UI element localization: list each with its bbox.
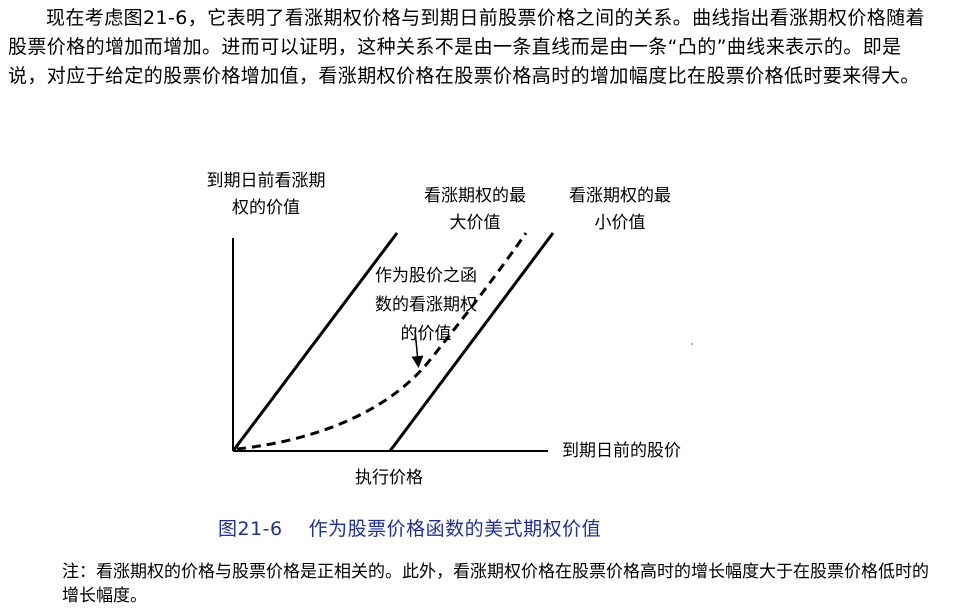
max-value-label: 看涨期权的最 大价值 <box>424 186 526 233</box>
option-value-curve <box>236 232 528 451</box>
x-axis-label: 到期日前的股价 <box>562 441 681 461</box>
strike-price-label: 执行价格 <box>355 468 423 488</box>
min-value-label: 看涨期权的最 小价值 <box>569 186 671 233</box>
figure-note: 注：看涨期权的价格与股票价格是正相关的。此外，看涨期权价格在股票价格高时的增长幅… <box>62 560 942 608</box>
figure-number: 图21-6 <box>218 518 283 540</box>
stray-dot <box>691 343 693 345</box>
min-value-line <box>388 232 555 452</box>
max-value-line <box>231 232 399 452</box>
note-text: 看涨期权的价格与股票价格是正相关的。此外，看涨期权价格在股票价格高时的增长幅度大… <box>62 562 929 606</box>
figure-caption: 图21-6 作为股票价格函数的美式期权价值 <box>218 514 601 541</box>
figure-title: 作为股票价格函数的美式期权价值 <box>308 518 602 540</box>
curve-label: 作为股价之函 数的看涨期权 的价值 <box>375 266 477 344</box>
curve-label-arrow <box>411 329 424 368</box>
intro-paragraph: 现在考虑图21-6，它表明了看涨期权价格与到期日前股票价格之间的关系。曲线指出看… <box>8 7 925 87</box>
note-label: 注： <box>62 562 96 582</box>
y-axis-label: 到期日前看涨期 权的价值 <box>206 171 326 218</box>
